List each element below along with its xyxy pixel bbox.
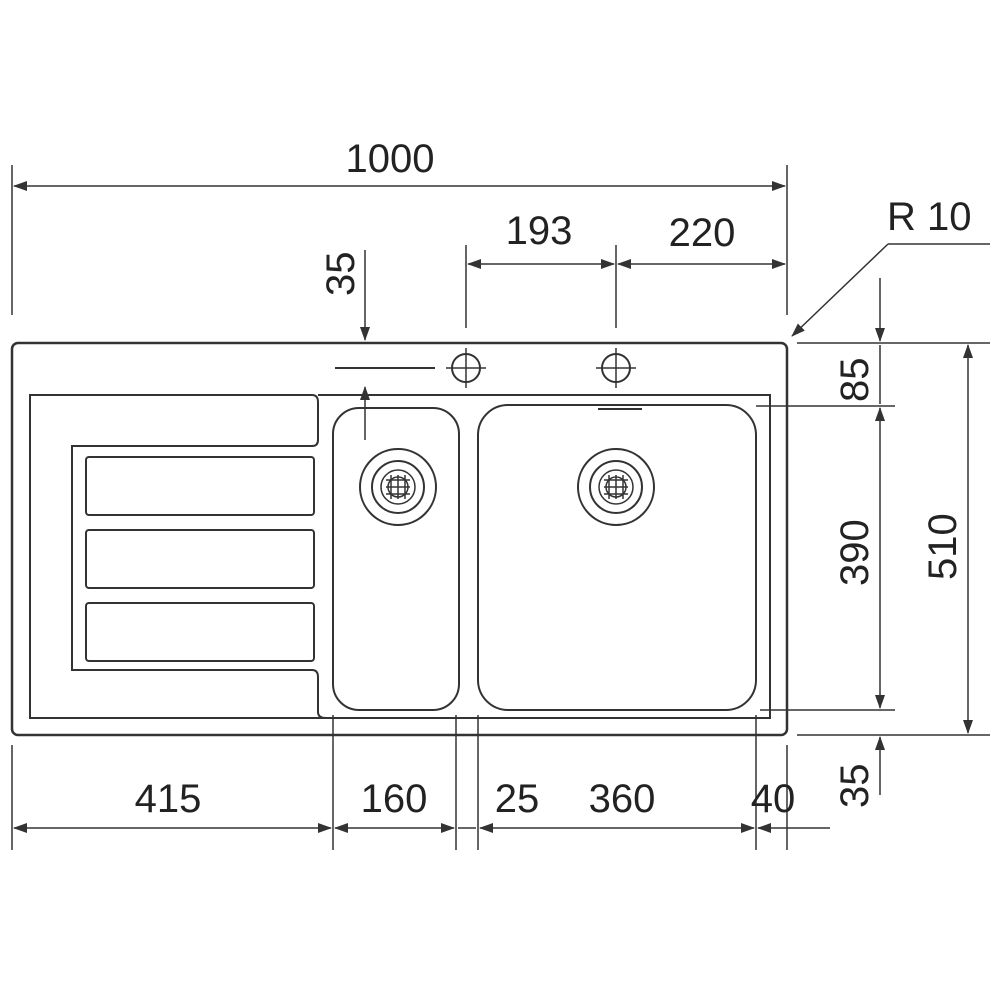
top-deck-line — [318, 394, 771, 719]
drainer-groove-2 — [85, 529, 315, 589]
dim-label-193: 193 — [506, 209, 573, 253]
dim-label-40: 40 — [751, 777, 796, 821]
drainer-recess — [29, 394, 327, 719]
dim-label-1000: 1000 — [346, 137, 435, 181]
small-bowl-drain — [359, 448, 437, 526]
large-bowl-drain — [577, 448, 655, 526]
dim-label-85: 85 — [833, 358, 877, 403]
dim-label-390: 390 — [833, 519, 877, 586]
tap-hole-2 — [596, 348, 636, 388]
dim-label-415: 415 — [135, 777, 202, 821]
sink-body — [10, 341, 789, 737]
dim-label-35-tap: 35 — [319, 252, 363, 297]
dim-label-360: 360 — [589, 777, 656, 821]
tap-hole-1 — [446, 348, 486, 388]
dim-label-radius: R 10 — [887, 195, 972, 239]
drainer-groove-3 — [85, 602, 315, 662]
dim-label-160: 160 — [361, 777, 428, 821]
dimension-labels: 1000 193 220 R 10 35 85 390 510 35 415 1… — [135, 137, 972, 821]
extension-lines — [11, 165, 990, 850]
small-bowl — [332, 407, 460, 711]
dim-label-220: 220 — [669, 211, 736, 255]
drainer-groove-1 — [85, 456, 315, 516]
large-bowl — [477, 404, 757, 711]
dim-line-radius — [791, 243, 889, 337]
dim-label-510: 510 — [921, 513, 965, 580]
dim-label-25: 25 — [495, 777, 540, 821]
dimension-lines — [13, 181, 990, 833]
sink-outer-edge — [10, 341, 789, 737]
dim-label-35-bottom: 35 — [833, 764, 877, 809]
